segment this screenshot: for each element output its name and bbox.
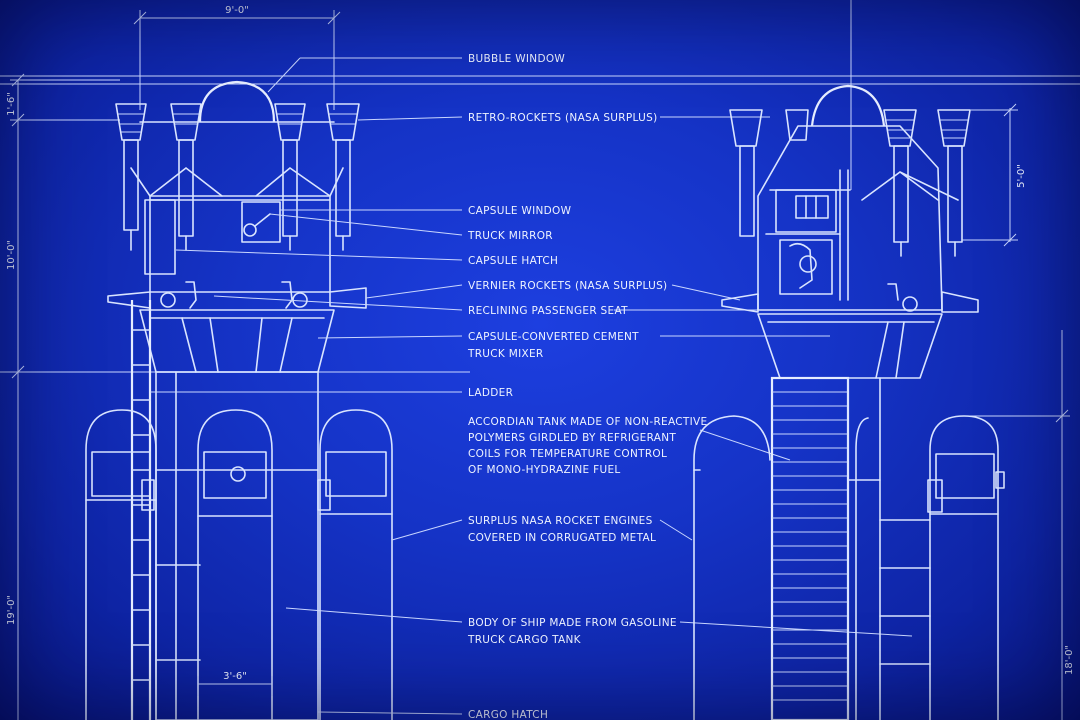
leader-lines — [150, 57, 913, 715]
dim-right-1: 5'-0" — [1016, 164, 1027, 188]
label-mixer-line2: TRUCK MIXER — [467, 348, 544, 360]
left-view-capsule — [107, 80, 367, 373]
label-engines-line2: COVERED IN CORRUGATED METAL — [468, 532, 656, 544]
dim-right-2: 18'-0" — [1064, 645, 1075, 675]
retro-rocket-group-left — [115, 103, 360, 251]
top-dimension-line — [133, 10, 341, 110]
label-reclining-seat: RECLINING PASSENGER SEAT — [468, 305, 628, 317]
label-cargo-hatch: CARGO HATCH — [468, 709, 548, 720]
dim-bottom-width: 3'-6" — [223, 671, 247, 682]
right-view-capsule — [721, 84, 979, 379]
right-dimension-lines — [960, 103, 1070, 423]
label-body-line2: TRUCK CARGO TANK — [467, 634, 582, 646]
dim-left-1: 1'-6" — [6, 92, 17, 116]
label-engines-line1: SURPLUS NASA ROCKET ENGINES — [468, 515, 653, 527]
label-tank-line3: COILS FOR TEMPERATURE CONTROL — [468, 448, 667, 460]
label-capsule-hatch: CAPSULE HATCH — [468, 255, 558, 267]
accordion-ribs — [772, 391, 848, 701]
dim-left-2: 10'-0" — [6, 240, 17, 270]
label-tank-line1: ACCORDIAN TANK MADE OF NON-REACTIVE — [468, 416, 707, 428]
label-tank-line4: OF MONO-HYDRAZINE FUEL — [468, 464, 621, 476]
left-dimension-lines — [10, 73, 120, 720]
label-tank-line2: POLYMERS GIRDLED BY REFRIGERANT — [468, 432, 676, 444]
right-view-body — [693, 376, 1005, 720]
callout-labels: BUBBLE WINDOW RETRO-ROCKETS (NASA SURPLU… — [467, 53, 707, 720]
dim-left-3: 19'-0" — [6, 595, 17, 625]
label-retro-rockets: RETRO-ROCKETS (NASA SURPLUS) — [468, 112, 657, 124]
label-body-line1: BODY OF SHIP MADE FROM GASOLINE — [468, 617, 677, 629]
label-capsule-window: CAPSULE WINDOW — [468, 205, 572, 217]
label-bubble-window: BUBBLE WINDOW — [468, 53, 565, 65]
label-truck-mirror: TRUCK MIRROR — [467, 230, 553, 242]
label-ladder: LADDER — [468, 387, 513, 399]
left-view-body — [85, 300, 393, 720]
label-vernier-rockets: VERNIER ROCKETS (NASA SURPLUS) — [468, 280, 667, 292]
dim-top-width: 9'-0" — [225, 5, 249, 16]
label-mixer-line1: CAPSULE-CONVERTED CEMENT — [468, 331, 639, 343]
